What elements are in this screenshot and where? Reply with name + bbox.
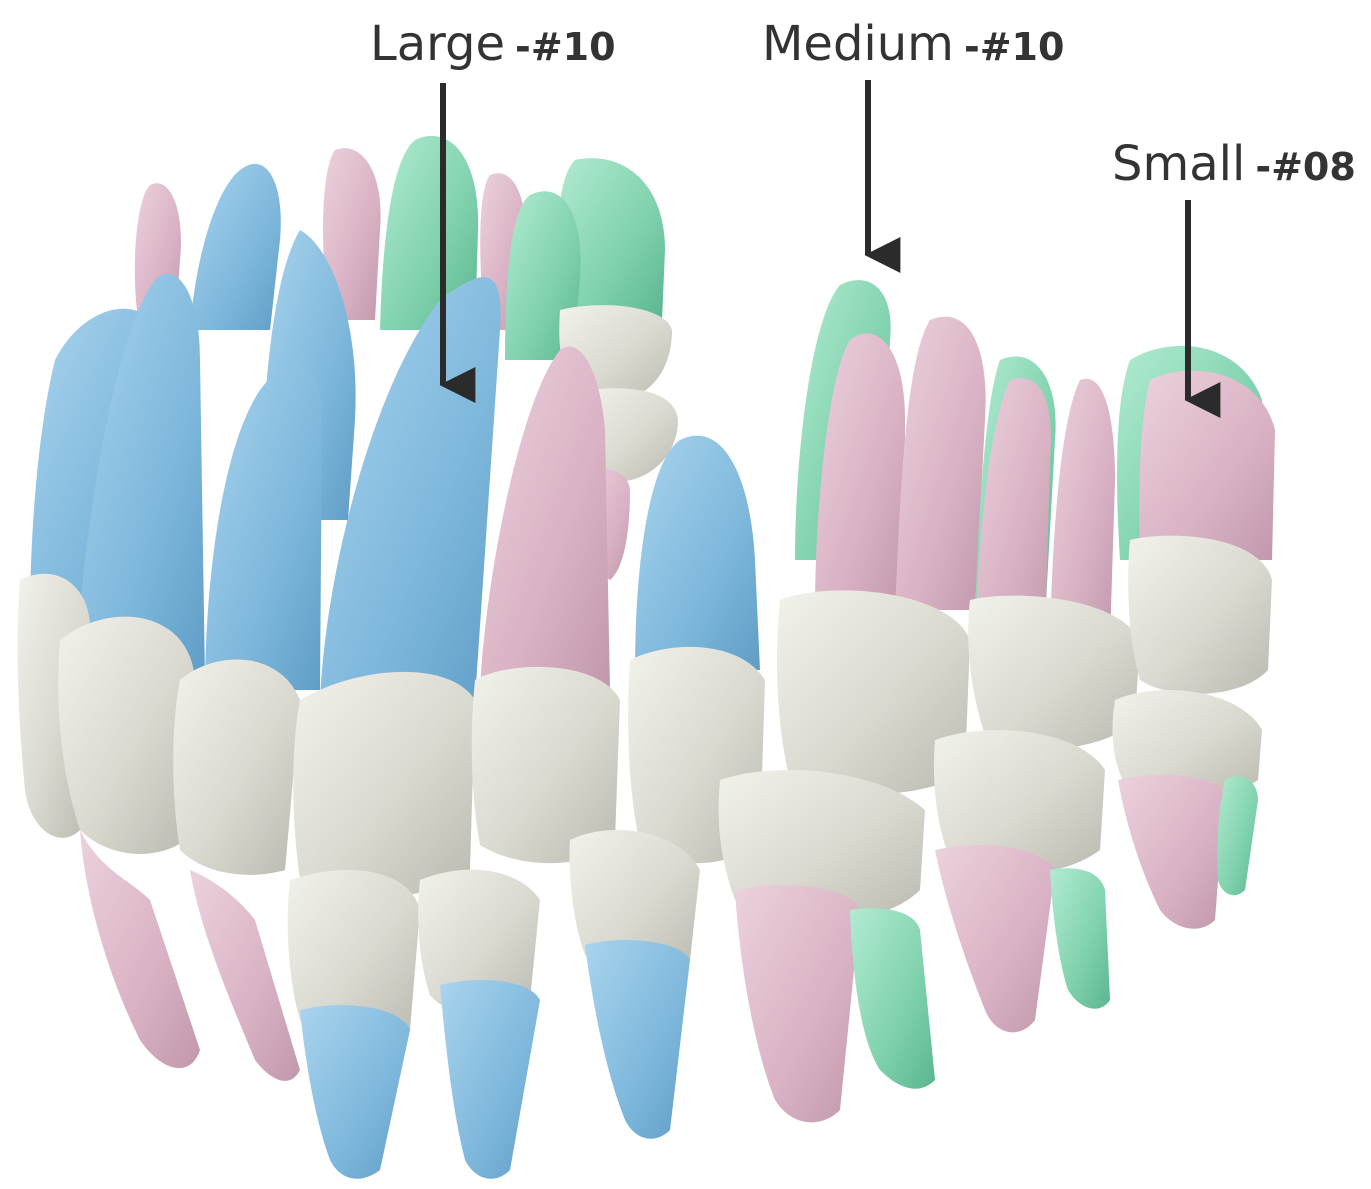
label-medium-name: Medium: [762, 16, 954, 72]
label-large-name: Large: [370, 16, 505, 72]
label-large: Large-#10: [370, 20, 616, 68]
label-medium: Medium-#10: [762, 20, 1064, 68]
label-medium-code: -#10: [964, 25, 1065, 69]
label-large-code: -#10: [515, 25, 616, 69]
label-small-code: -#08: [1255, 145, 1356, 189]
label-small-name: Small: [1112, 136, 1245, 192]
label-small: Small-#08: [1112, 140, 1356, 188]
